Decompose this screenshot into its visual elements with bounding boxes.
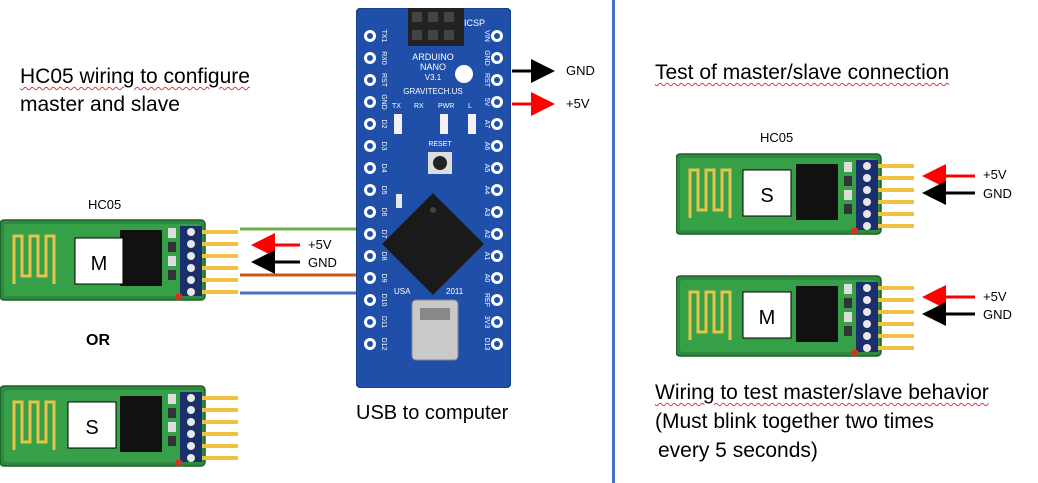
slave-letter: S (85, 417, 98, 439)
led-label-pwr: PWR (438, 103, 454, 110)
left-title-line2: master and slave (20, 93, 180, 116)
right-title-text: Test of master/slave connection (655, 61, 950, 84)
master-letter: M (91, 253, 108, 275)
left-pin-label: D5 (380, 186, 387, 195)
right-pin-label: REF (483, 293, 490, 307)
led-label-rx: RX (414, 103, 424, 110)
led-label-tx: TX (392, 103, 401, 110)
left-pin-label: D10 (380, 294, 387, 307)
led-label-l: L (468, 103, 472, 110)
board-maker: GRAVITECH.US (403, 87, 462, 96)
icsp-label: ICSP (464, 18, 485, 28)
atmega-chip (382, 193, 484, 295)
right-pin-label: 5V (483, 98, 490, 107)
left-pin-label: D9 (380, 274, 387, 283)
or-text: OR (86, 332, 110, 349)
left-title-line1-text: HC05 wiring to configure (20, 65, 250, 88)
right-master-letter: M (759, 307, 776, 329)
left-hc05-label: HC05 (88, 197, 122, 212)
right-pin-label: A0 (483, 274, 490, 283)
left-pin-label: D3 (380, 142, 387, 151)
right-slave-letter: S (760, 185, 773, 207)
right-pin-label: A4 (483, 186, 490, 195)
left-title-line1: HC05 wiring to configure (20, 64, 250, 90)
right-caption-line1: Wiring to test master/slave behavior (655, 380, 989, 406)
right-pin-label: A7 (483, 120, 490, 129)
master-label-box (74, 237, 124, 285)
usb-caption: USB to computer (356, 402, 509, 424)
section-divider (612, 0, 615, 483)
left-pin-label: D4 (380, 164, 387, 173)
right-master-label-box (742, 291, 792, 339)
left-pin-label: D6 (380, 208, 387, 217)
board-5v-label: +5V (566, 96, 590, 111)
board-name-line1: ARDUINO (412, 52, 454, 62)
left-5v-label: +5V (308, 237, 332, 252)
right-pin-label: A5 (483, 164, 490, 173)
left-pin-label: TX1 (380, 30, 387, 43)
left-pin-label: D11 (380, 316, 387, 328)
left-pin-label: GND (380, 94, 387, 110)
board-gnd-label: GND (566, 63, 595, 78)
right-top-gnd-label: GND (983, 186, 1012, 201)
right-master-hc05-module: M (676, 274, 916, 358)
slave-hc05-module: S (0, 384, 240, 468)
board-name-line2: NANO (420, 62, 446, 72)
right-pin-label: A2 (483, 230, 490, 239)
master-hc05-module: M (0, 218, 240, 302)
right-pin-label: A3 (483, 208, 490, 217)
board-year: 2011 (446, 287, 464, 296)
right-pin-label: GND (483, 50, 490, 66)
right-pin-label: RST (483, 73, 490, 88)
board-version: V3.1 (425, 73, 442, 82)
right-slave-hc05-module: S (676, 152, 916, 236)
left-pin-label: D7 (380, 230, 387, 239)
right-slave-label-box (742, 169, 792, 217)
gravitech-logo (455, 65, 473, 83)
left-pin-label: RST (380, 73, 387, 88)
right-caption-line1-text: Wiring to test master/slave behavior (655, 381, 989, 404)
left-pin-label: D12 (380, 338, 387, 351)
right-top-5v-label: +5V (983, 167, 1007, 182)
right-bottom-5v-label: +5V (983, 289, 1007, 304)
right-pin-label: 3V3 (483, 316, 490, 329)
right-pin-label: A6 (483, 142, 490, 151)
slave-label-box (67, 401, 117, 449)
left-gnd-label: GND (308, 255, 337, 270)
right-hc05-label: HC05 (760, 130, 794, 145)
left-pin-label: D8 (380, 252, 387, 261)
left-pin-label: D2 (380, 120, 387, 129)
right-pin-label: D13 (483, 338, 490, 351)
board-country: USA (394, 287, 411, 296)
right-caption-line3: every 5 seconds) (658, 439, 818, 462)
right-bottom-gnd-label: GND (983, 307, 1012, 322)
right-pin-label: A1 (483, 252, 490, 261)
right-pin-label: VIN (483, 30, 490, 42)
right-title: Test of master/slave connection (655, 60, 949, 86)
left-pin-label: RX0 (380, 51, 387, 65)
reset-label: RESET (428, 141, 452, 148)
right-caption-line2: (Must blink together two times (655, 410, 934, 433)
arduino-nano-board: ICSP ARDUINO NANO V3.1 GRAVITECH.US TX R… (356, 8, 511, 388)
